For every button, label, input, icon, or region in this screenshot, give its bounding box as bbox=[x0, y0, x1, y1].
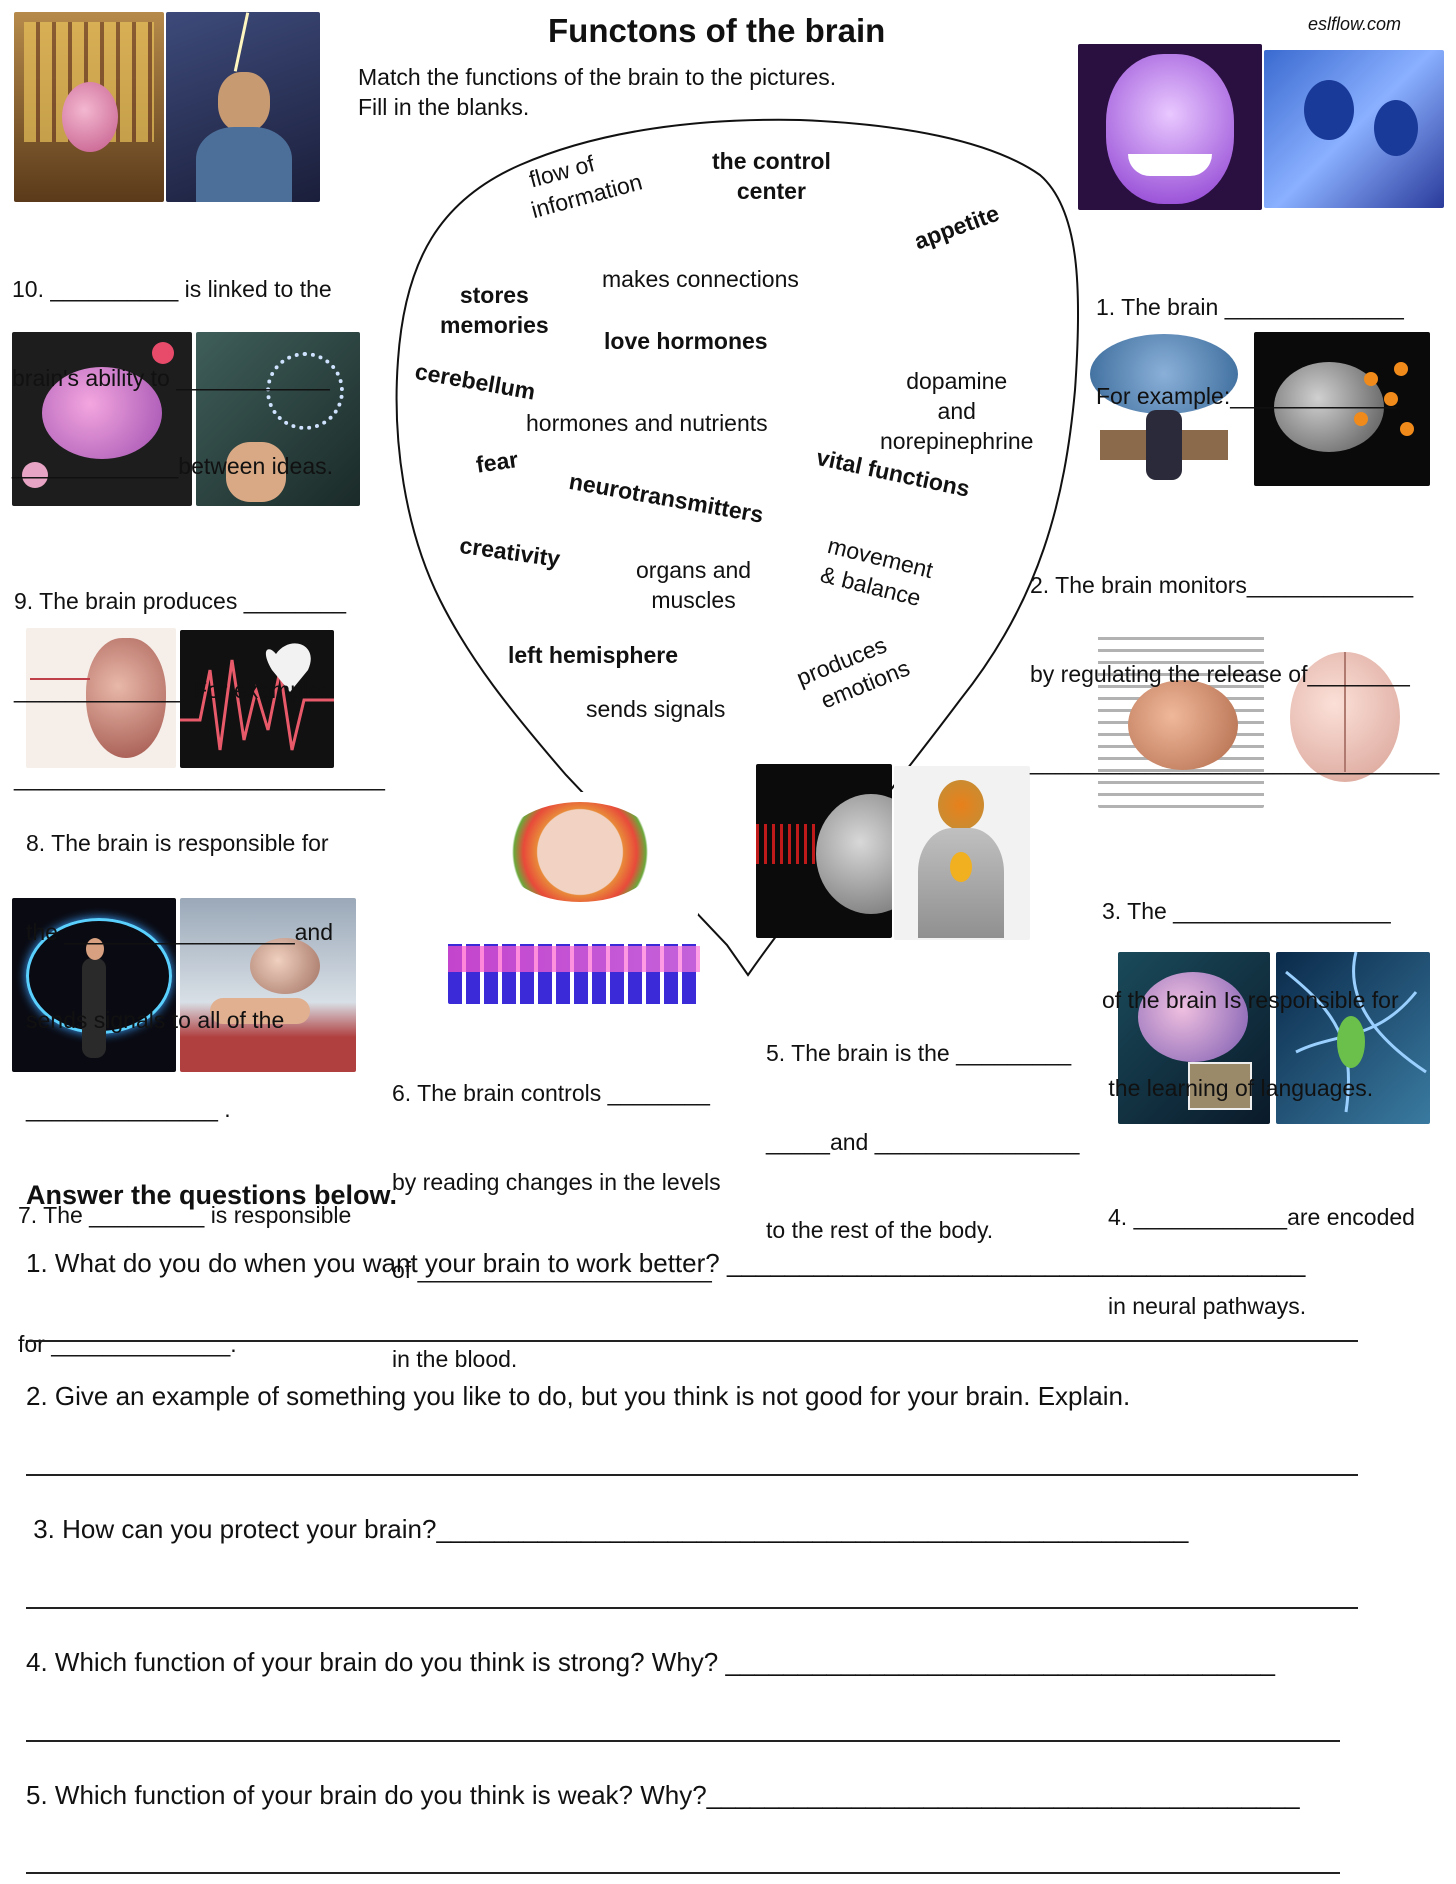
smiling-face-brain-picture bbox=[1078, 44, 1262, 210]
word-line: muscles bbox=[651, 587, 736, 613]
word-line: organs and bbox=[636, 557, 752, 583]
exercise-line: _____________ For example: bbox=[14, 676, 328, 703]
question-4: 4. Which function of your brain do you t… bbox=[26, 1647, 1275, 1677]
exercise-4: 4. ____________are encoded in neural pat… bbox=[1108, 1144, 1415, 1351]
information-overload-picture bbox=[1080, 330, 1248, 488]
site-credit: eslflow.com bbox=[1308, 14, 1402, 34]
exercise-8: 8. The brain is responsible for the ____… bbox=[26, 770, 333, 1154]
brain-front-view-picture bbox=[1270, 632, 1420, 808]
anatomical-heart-picture bbox=[26, 628, 176, 768]
exercise-line: For example:_____________ bbox=[1096, 382, 1397, 409]
answer-line[interactable] bbox=[26, 1607, 1358, 1609]
brain-with-photos-picture bbox=[1118, 952, 1270, 1124]
exercise-line: 2. The brain monitors_____________ bbox=[1030, 572, 1414, 598]
exercise-line: by reading changes in the levels bbox=[392, 1168, 721, 1195]
exercise-line: in the blood. bbox=[392, 1345, 518, 1372]
instructions: Match the functions of the brain to the … bbox=[358, 62, 836, 122]
exercise-line: for ______________. bbox=[18, 1331, 237, 1357]
instruction-line: Match the functions of the brain to the … bbox=[358, 64, 837, 90]
word-line: stores bbox=[459, 282, 529, 308]
exercise-6: 6. The brain controls ________ by readin… bbox=[392, 1020, 721, 1404]
molecule-model-picture bbox=[196, 332, 360, 506]
word-makes-connections: makes connections bbox=[602, 266, 799, 292]
exercise-line: _____________________________ bbox=[14, 765, 385, 791]
broken-heart-heartbeat-picture bbox=[180, 630, 334, 768]
word-line: norepinephrine bbox=[880, 428, 1034, 454]
body-nervous-system-picture bbox=[894, 766, 1030, 940]
exercise-1: 1. The brain ______________ For example:… bbox=[1096, 234, 1404, 441]
answer-line[interactable] bbox=[26, 1740, 1340, 1742]
hand-holding-brain-picture bbox=[180, 898, 356, 1072]
exercise-line: 5. The brain is the _________ bbox=[766, 1040, 1072, 1066]
page-title: Functons of the brain bbox=[548, 12, 886, 49]
exercise-line: by regulating the release of________ bbox=[1030, 660, 1410, 687]
exercise-line: sends signals to all of the bbox=[26, 1007, 285, 1033]
exercise-line: 6. The brain controls ________ bbox=[392, 1080, 710, 1106]
exercise-9: 9. The brain produces ________ _________… bbox=[14, 528, 385, 823]
neural-pathways-picture bbox=[1276, 952, 1430, 1124]
exercise-line: 4. ____________are encoded bbox=[1108, 1204, 1415, 1230]
answer-line[interactable] bbox=[26, 1872, 1340, 1874]
instruction-line: Fill in the blanks. bbox=[358, 94, 530, 120]
question-2: 2. Give an example of something you like… bbox=[26, 1381, 1131, 1411]
exercise-5: 5. The brain is the _________ _____and _… bbox=[766, 980, 1079, 1275]
neuron-network-brain-picture bbox=[1254, 332, 1430, 486]
exercise-line: 3. The _________________ bbox=[1102, 898, 1391, 924]
word-love-hormones: love hormones bbox=[604, 328, 768, 354]
exercise-line: the __________________and bbox=[26, 918, 333, 945]
word-organs-muscles: organs and muscles bbox=[636, 555, 751, 615]
exercise-line: 9. The brain produces ________ bbox=[14, 588, 347, 614]
level-chart-picture bbox=[448, 930, 700, 1004]
answer-line[interactable] bbox=[26, 1340, 1358, 1342]
brain-circuit-picture bbox=[756, 764, 892, 938]
word-sends-signals: sends signals bbox=[586, 696, 726, 722]
question-5: 5. Which function of your brain do you t… bbox=[26, 1780, 1300, 1810]
word-fear: fear bbox=[474, 446, 520, 478]
exercise-10: 10. __________ is linked to the brain's … bbox=[12, 216, 333, 511]
exercise-line: 1. The brain ______________ bbox=[1096, 294, 1404, 320]
exercise-line: ________________________________ bbox=[1030, 749, 1440, 775]
exercise-2: 2. The brain monitors_____________ by re… bbox=[1030, 512, 1439, 807]
exercise-line: 10. __________ is linked to the bbox=[12, 276, 332, 302]
word-control-center: the control center bbox=[712, 146, 831, 206]
word-left-hemisphere: left hemisphere bbox=[508, 642, 678, 668]
word-line: dopamine bbox=[906, 368, 1008, 394]
screaming-faces-picture bbox=[1264, 50, 1444, 208]
word-hormones-nutrients: hormones and nutrients bbox=[526, 410, 768, 436]
pink-brain-hearts-picture bbox=[12, 332, 192, 506]
exercise-line: 7. The _________ is responsible bbox=[18, 1202, 352, 1228]
question-3: 3. How can you protect your brain?______… bbox=[26, 1514, 1189, 1544]
woman-balancing-picture bbox=[12, 898, 176, 1072]
exercise-line: the learning of languages. bbox=[1102, 1075, 1374, 1101]
questions-heading: Answer the questions below. bbox=[26, 1180, 398, 1210]
word-line: memories bbox=[440, 312, 549, 338]
exercise-3: 3. The _________________ of the brain Is… bbox=[1102, 838, 1399, 1133]
exercise-7: 7. The _________ is responsible for ____… bbox=[18, 1108, 351, 1409]
exercise-line: of _______________________ bbox=[392, 1257, 712, 1283]
exercise-line: _____________between ideas. bbox=[12, 453, 334, 479]
word-line: center bbox=[736, 178, 806, 204]
word-line: the control bbox=[712, 148, 831, 174]
word-dopamine-norepinephrine: dopamine and norepinephrine bbox=[880, 366, 1033, 456]
man-lightning-picture bbox=[166, 12, 320, 202]
exercise-line: to the rest of the body. bbox=[766, 1217, 994, 1243]
exercise-line: of the brain Is responsible for bbox=[1102, 986, 1399, 1013]
word-stores-memories: stores memories bbox=[440, 280, 549, 340]
brain-gallery-picture bbox=[14, 12, 164, 202]
exercise-line: 8. The brain is responsible for bbox=[26, 830, 329, 856]
exercise-line: in neural pathways. bbox=[1108, 1292, 1307, 1319]
question-1: 1. What do you do when you want your bra… bbox=[26, 1248, 1306, 1278]
word-line: and bbox=[937, 398, 976, 424]
exercise-line: _______________ . bbox=[26, 1095, 231, 1122]
exercise-line: brain's ability to ____________ bbox=[12, 364, 330, 391]
exercise-line: _____and ________________ bbox=[766, 1128, 1080, 1155]
answer-line[interactable] bbox=[26, 1474, 1358, 1476]
language-words-brain-picture bbox=[1098, 632, 1264, 808]
brain-with-food-picture bbox=[460, 792, 698, 916]
